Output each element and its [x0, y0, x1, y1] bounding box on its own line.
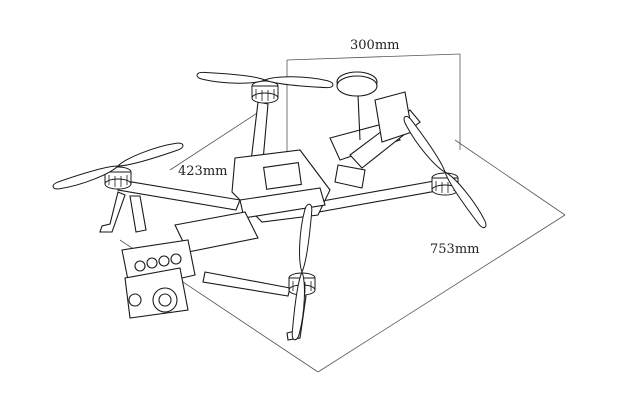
dimension-label-300mm: 300mm: [350, 38, 400, 53]
dimension-label-423mm: 423mm: [178, 164, 228, 179]
dimension-label-753mm: 753mm: [430, 242, 480, 257]
rotor-front: [281, 203, 323, 341]
camera-gimbal: [121, 239, 196, 319]
dimension-lines: [119, 53, 566, 373]
rotor-right: [401, 109, 489, 235]
rotor-top: [195, 61, 335, 104]
center-frame: [174, 91, 421, 253]
rotor-left: [49, 140, 187, 192]
gps-module: [336, 71, 378, 141]
